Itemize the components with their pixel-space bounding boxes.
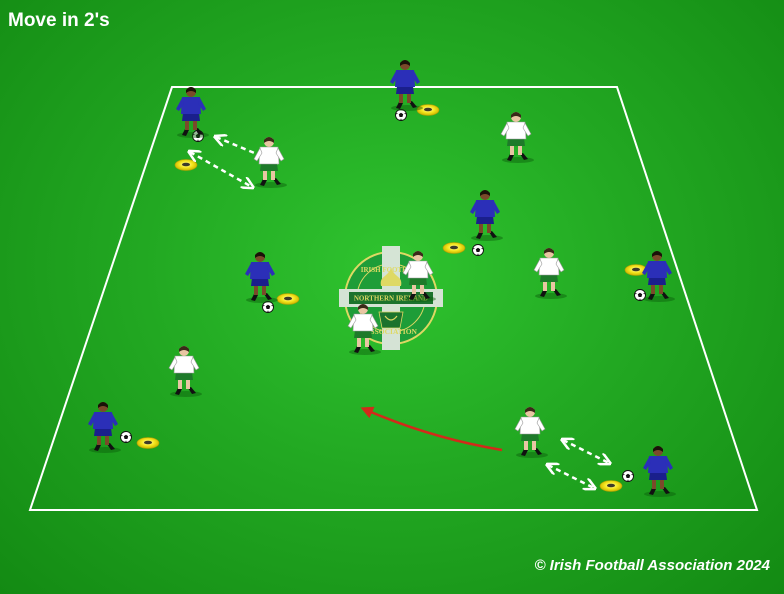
pass-arrow — [548, 465, 594, 488]
cone-icon — [174, 159, 198, 171]
player-white-icon — [514, 406, 549, 459]
crest-band-text: NORTHERN IRELAND — [354, 295, 428, 303]
cone-icon — [416, 104, 440, 116]
player-white-icon — [500, 111, 535, 164]
ball-icon — [120, 431, 132, 443]
ball-icon — [262, 301, 274, 313]
player-blue-icon — [176, 87, 209, 138]
pass-arrow — [190, 152, 252, 187]
player-white-icon — [533, 247, 568, 300]
player-blue-icon — [390, 60, 423, 111]
cone-icon — [136, 437, 160, 449]
crest-top-text: IRISH FOOTBALL — [361, 266, 422, 274]
field-boundary — [28, 86, 759, 511]
pass-arrow — [563, 440, 609, 463]
cone-icon — [442, 242, 466, 254]
player-white-icon — [253, 136, 288, 189]
cone-icon — [599, 480, 623, 492]
player-white-icon — [168, 345, 203, 398]
ball-icon — [472, 244, 484, 256]
player-blue-icon — [245, 252, 278, 303]
run-arrow — [360, 406, 503, 452]
player-blue-icon — [642, 251, 675, 302]
copyright-text: © Irish Football Association 2024 — [534, 557, 770, 574]
ball-icon — [395, 109, 407, 121]
ball-icon — [622, 470, 634, 482]
crest-bottom-text: ASSOCIATION — [365, 327, 418, 336]
cone-icon — [276, 293, 300, 305]
diagram-title: Move in 2's — [8, 10, 110, 31]
player-blue-icon — [470, 190, 503, 241]
player-blue-icon — [643, 446, 676, 497]
player-blue-icon — [88, 402, 121, 453]
